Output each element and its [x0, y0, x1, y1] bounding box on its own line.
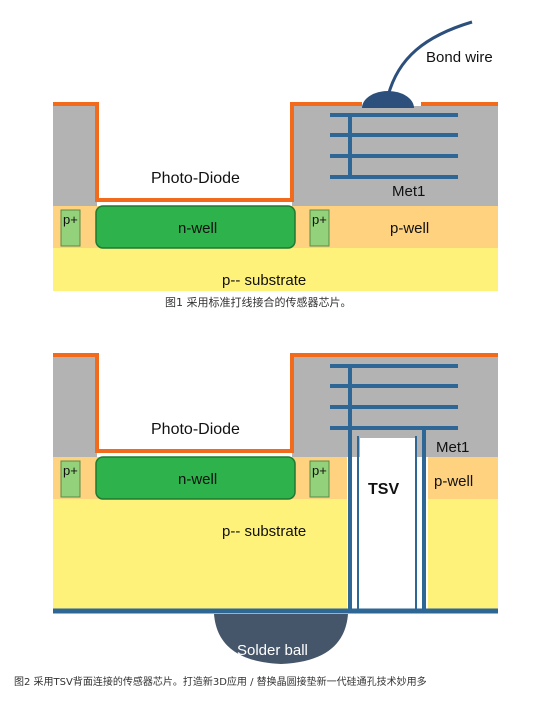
substrate-layer-left	[53, 497, 347, 611]
tsv-inner-liner	[357, 436, 417, 610]
p-plus-right-label: p+	[312, 212, 327, 227]
met1-label-2: Met1	[436, 439, 469, 456]
oxide-left	[53, 106, 97, 206]
p-well-label: p-well	[390, 220, 429, 237]
n-well-label-2: n-well	[178, 471, 217, 488]
passivation-line-2	[53, 353, 498, 453]
substrate-layer-right	[428, 497, 498, 611]
n-well-region	[95, 205, 296, 249]
oxide-left-2	[53, 357, 97, 457]
metal-stack-1	[330, 113, 458, 179]
met1-label: Met1	[392, 183, 425, 200]
figure-1: Bond wire Photo-Diode Met1 p+ p+ n-well …	[53, 20, 498, 309]
p-well-layer-right	[428, 457, 498, 499]
bond-wire-label: Bond wire	[426, 49, 493, 66]
n-well-label: n-well	[178, 220, 217, 237]
p-plus-left-label: p+	[63, 212, 78, 227]
p-plus-left-region-2	[60, 460, 81, 498]
tsv-liner	[348, 426, 426, 610]
figure-1-caption: 图1 采用标准打线接合的传感器芯片。	[165, 295, 352, 309]
passivation-line	[53, 102, 498, 202]
photo-diode-label-2: Photo-Diode	[151, 421, 240, 438]
photo-diode-label: Photo-Diode	[151, 170, 240, 187]
substrate-label-2: p-- substrate	[222, 523, 306, 540]
substrate-layer	[53, 246, 498, 291]
p-well-label-2: p-well	[434, 473, 473, 490]
substrate-label: p-- substrate	[222, 272, 306, 289]
bond-ball	[362, 91, 414, 108]
figure-2-caption: 图2 采用TSV背面连接的传感器芯片。打造新3D应用 / 替换晶圆接垫新一代硅通…	[14, 675, 427, 688]
tsv-label: TSV	[368, 481, 399, 498]
p-plus-right-region	[309, 209, 330, 247]
p-plus-left-label-2: p+	[63, 463, 78, 478]
p-plus-right-region-2	[309, 460, 330, 498]
p-plus-right-label-2: p+	[312, 463, 327, 478]
n-well-region-2	[95, 456, 296, 500]
tsv-hole	[360, 438, 416, 610]
solder-ball	[214, 614, 348, 664]
solder-ball-label: Solder ball	[237, 642, 308, 659]
bond-wire	[386, 20, 473, 97]
p-plus-left-region	[60, 209, 81, 247]
figure-2: Photo-Diode Met1 p+ p+ n-well TSV p-well…	[14, 353, 498, 688]
